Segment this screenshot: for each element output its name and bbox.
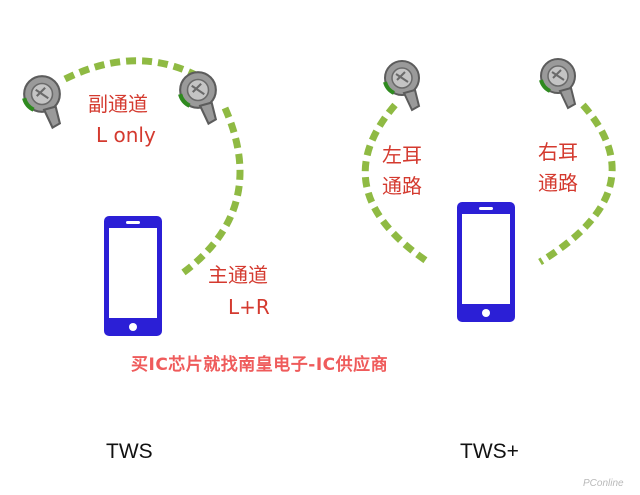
- site-logo: PConline: [583, 478, 624, 489]
- tws-plus-left-earbud: [383, 59, 421, 112]
- tws-plus-caption: TWS+: [460, 440, 519, 463]
- tws-caption: TWS: [106, 440, 153, 463]
- tws-plus-right-label-2: 通路: [538, 171, 578, 195]
- tws-right-earbud: [180, 72, 216, 123]
- tws-secondary-label: 副通道: [88, 92, 148, 116]
- tws-phone: [104, 216, 162, 336]
- tws-plus-right-link: [538, 102, 616, 265]
- tws-secondary-link: [63, 57, 207, 84]
- tws-plus-left-link: [361, 102, 430, 265]
- tws-secondary-sub: L only: [96, 123, 156, 147]
- tws-primary-link: [177, 106, 244, 278]
- tws-plus-right-earbud: [539, 57, 577, 110]
- tws-plus-phone: [457, 202, 515, 322]
- tws-plus-left-label-2: 通路: [382, 174, 422, 198]
- tws-primary-label: 主通道: [208, 263, 268, 287]
- tws-plus-right-label-1: 右耳: [538, 140, 578, 164]
- tws-plus-left-label-1: 左耳: [382, 143, 422, 167]
- watermark-text: 买IC芯片就找南皇电子-IC供应商: [131, 355, 389, 375]
- tws-primary-sub: L+R: [228, 295, 270, 319]
- tws-left-earbud: [24, 76, 60, 127]
